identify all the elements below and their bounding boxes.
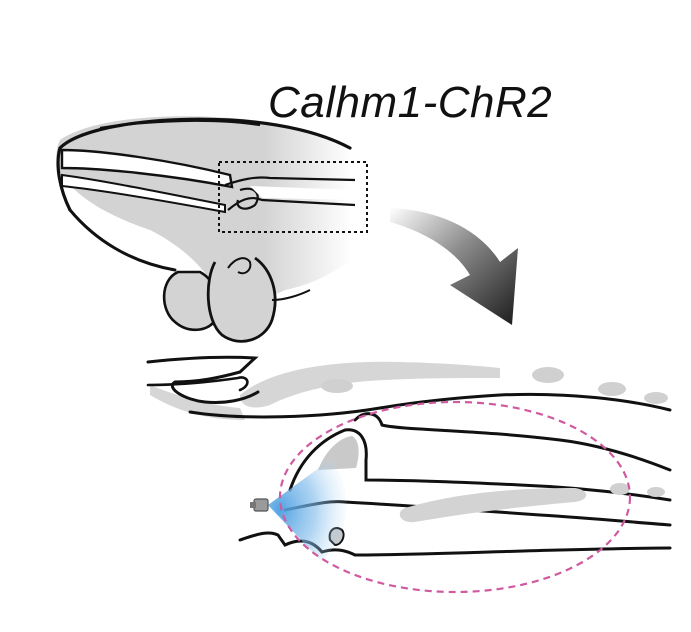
zoomed-section [146,355,672,594]
lower-outline [238,531,672,557]
grey-blob-2 [598,382,626,396]
highlight-ellipse [278,400,632,594]
title-label: Calhm1-ChR2 [268,78,553,127]
palate-strip [60,148,234,189]
upper-grey-band [240,361,500,408]
palate-outline [146,355,260,404]
pharynx-detail [224,176,356,211]
head-sagittal-schematic [56,116,368,343]
pharynx-white-band [250,186,355,200]
jaw-outline [68,208,177,272]
larynx-loop-right [206,256,277,343]
head-top-outline [99,119,261,130]
zoom-region-box [218,161,368,233]
epiglottis-outline [288,428,672,502]
left-grey-band [150,385,245,420]
larynx-detail [227,257,252,275]
grey-blob-1 [532,367,564,383]
nasopharynx-outline [188,392,672,419]
palate-tip-outline [146,376,249,392]
grey-blob-5 [610,483,630,495]
grey-blob-6 [647,487,665,497]
optic-fiber-icon [250,498,269,512]
grey-blob-4 [321,379,353,393]
larynx-grey-band [399,488,587,523]
pharynx-wall-upper [353,412,672,472]
neck-line [271,289,311,301]
curved-arrow-icon [390,208,518,325]
blue-light-glow [268,460,347,560]
tongue-strip [61,173,226,214]
grey-blob-3 [644,392,668,404]
